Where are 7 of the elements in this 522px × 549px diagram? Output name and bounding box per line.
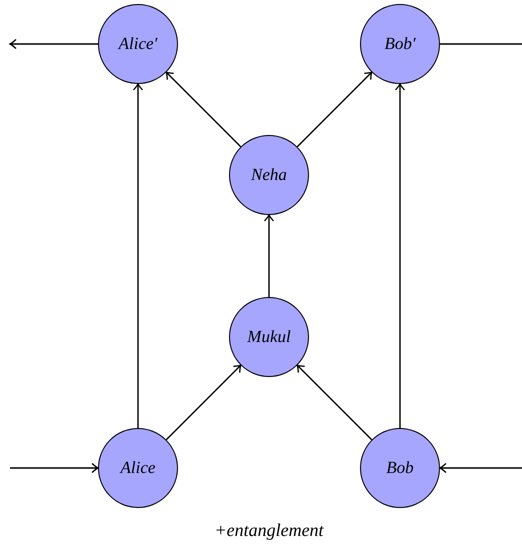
node-label: Alice′ bbox=[118, 34, 158, 54]
caption-text: +entanglement bbox=[214, 520, 324, 541]
node-label: Bob′ bbox=[384, 34, 416, 54]
node-label: Neha bbox=[251, 165, 287, 185]
node-label: Alice bbox=[120, 458, 156, 478]
node-label: Bob bbox=[386, 458, 414, 478]
node-label: Mukul bbox=[247, 327, 291, 347]
